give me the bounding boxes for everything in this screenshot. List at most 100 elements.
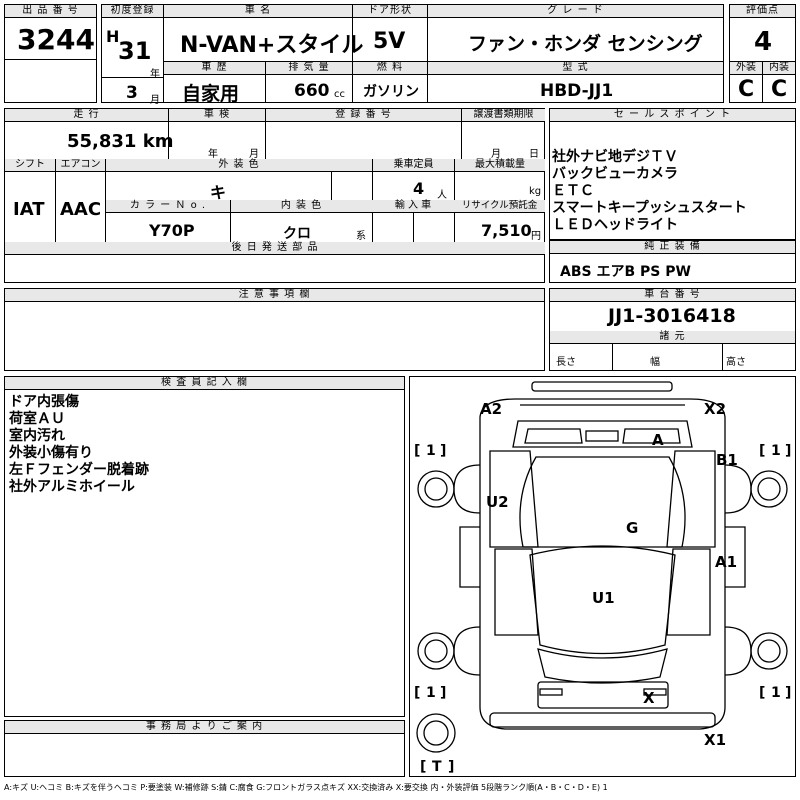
transfer-month-unit: 月 — [491, 149, 501, 160]
year-unit: 年 — [150, 69, 160, 80]
damage-mark: B1 — [716, 451, 738, 469]
history: 自家用 — [182, 83, 240, 105]
vehicle-detail-table: 走 行 車 検 登 録 番 号 譲渡書類期限 55,831 km 年 月 月 日… — [4, 108, 545, 283]
height-label: 高さ — [726, 357, 746, 368]
left-side-panel-outline — [494, 548, 539, 636]
office-box: 事 務 局 よ り ご 案 内 — [4, 720, 405, 777]
car-body-outline — [479, 398, 726, 730]
legend-footer: A:キズ U:ヘコミ B:キズを伴うヘコミ P:要塗装 W:補修跡 S:錆 C:… — [4, 783, 608, 792]
windshield-outline — [512, 420, 693, 448]
damage-mark: A — [652, 431, 664, 449]
interior-color-label: 内 装 色 — [230, 200, 372, 213]
right-side-panel-outline — [666, 548, 711, 636]
fuel-box: 燃 料 ガソリン — [352, 61, 428, 103]
svg-text:]: ] — [785, 443, 791, 459]
interior-color: クロ — [283, 226, 311, 242]
sales-point-item: ＥＴＣ — [552, 183, 594, 199]
exterior-score-box: 外装 C — [729, 61, 763, 103]
history-label: 車 歴 — [164, 62, 265, 75]
import-label: 輸 入 車 — [372, 200, 454, 213]
sales-point-item: バックビューカメラ — [552, 166, 678, 182]
damage-mark: A2 — [480, 400, 502, 418]
car-name-label: 車 名 — [164, 5, 352, 18]
mileage: 55,831 km — [67, 131, 174, 152]
sales-point-item: ＬＥＤヘッドライト — [552, 217, 678, 233]
shift-label: シフト — [5, 159, 55, 172]
rear-bumper-outline — [489, 712, 716, 728]
registration-number-label: 登 録 番 号 — [265, 109, 461, 122]
front-bumper-outline — [531, 381, 673, 392]
tire-tread: 1 — [426, 685, 436, 701]
tire-bracket-rl: [ — [414, 685, 420, 701]
grade-label: グ レ ー ド — [428, 5, 723, 18]
svg-text:]: ] — [440, 443, 446, 459]
door-label: ドア形状 — [353, 5, 427, 18]
damage-mark: X1 — [704, 731, 726, 749]
interior-score: C — [771, 77, 788, 102]
tire-bracket-fl: [ — [414, 443, 420, 459]
front-right-arch — [724, 464, 752, 514]
car-name-box: 車 名 N-VAN+スタイル — [163, 4, 363, 62]
fuel-label: 燃 料 — [353, 62, 427, 75]
aircon: AAC — [60, 199, 102, 220]
score-box: 評価点 4 — [729, 4, 796, 62]
tire-tread: 1 — [771, 685, 781, 701]
lot-number: 3244 — [17, 23, 95, 56]
sales-point-item: スマートキープッシュスタート — [552, 200, 747, 216]
rear-left-tire — [417, 632, 455, 670]
width-label: 幅 — [650, 357, 660, 368]
grade: ファン・ホンダ センシング — [468, 33, 703, 55]
damage-mark: X2 — [704, 400, 726, 418]
lot-number-box: 出 品 番 号 3244 — [4, 4, 97, 60]
aircon-label: エアコン — [55, 159, 105, 172]
registration-month: 3 — [126, 83, 138, 103]
office-label: 事 務 局 よ り ご 案 内 — [5, 721, 404, 734]
exterior-score-label: 外装 — [730, 62, 762, 75]
inspector-note: 荷室ＡＵ — [9, 411, 65, 427]
tire-bracket-fr: [ — [759, 443, 765, 459]
spare-tire — [416, 713, 456, 753]
inspector-note: 左Ｆフェンダー脱着跡 — [9, 462, 149, 478]
later-shipping-parts-label: 後 日 発 送 部 品 — [5, 242, 545, 255]
inspector-note: 社外アルミホイール — [9, 479, 135, 495]
front-right-door-outline — [666, 450, 716, 548]
genuine-equipment: ABS エアB PS PW — [560, 264, 691, 280]
exterior-score: C — [738, 77, 755, 102]
rear-right-tire — [750, 632, 788, 670]
chassis-label: 車 台 番 号 — [550, 289, 795, 302]
recycle-unit: 円 — [531, 231, 541, 242]
front-right-tire — [750, 470, 788, 508]
inspection-month-unit: 月 — [249, 149, 259, 160]
damage-mark: A1 — [715, 553, 737, 571]
spare-tire-mark: T — [432, 759, 442, 775]
history-box: 車 歴 自家用 — [163, 61, 266, 105]
tire-bracket-rr: [ — [759, 685, 765, 701]
genuine-equipment-label: 純 正 装 備 — [550, 241, 795, 254]
caution-box: 注 意 事 項 欄 — [4, 288, 545, 371]
mileage-label: 走 行 — [5, 109, 168, 122]
max-load-unit: kg — [529, 186, 542, 197]
inspector-note: 外装小傷有り — [9, 445, 93, 461]
damage-mark: U1 — [592, 589, 615, 607]
svg-text:]: ] — [440, 685, 446, 701]
model: HBD-JJ1 — [540, 81, 614, 101]
car-name: N-VAN+スタイル — [180, 33, 364, 58]
roof-outline — [519, 456, 686, 548]
svg-text:]: ] — [448, 759, 454, 775]
displacement: 660 — [294, 81, 330, 101]
svg-text:[: [ — [420, 759, 426, 775]
sales-point-item: 社外ナビ地デジＴＶ — [552, 149, 678, 165]
door-box: ドア形状 5V — [352, 4, 428, 62]
inspection-year-unit: 年 — [208, 149, 218, 160]
interior-score-box: 内装 C — [762, 61, 796, 103]
length-label: 長さ — [556, 357, 576, 368]
exterior-color: キ — [210, 183, 227, 202]
displacement-box: 排 気 量 660 cc — [265, 61, 353, 103]
transfer-deadline-label: 譲渡書類期限 — [461, 109, 545, 122]
first-registration-box: 初度登録 H 31 年 3 月 — [101, 4, 164, 106]
rear-right-arch — [724, 626, 752, 676]
grade-box: グ レ ー ド ファン・ホンダ センシング — [427, 4, 724, 62]
rear-left-arch — [453, 626, 481, 676]
inspection-label: 車 検 — [168, 109, 265, 122]
tire-tread: 1 — [426, 443, 436, 459]
